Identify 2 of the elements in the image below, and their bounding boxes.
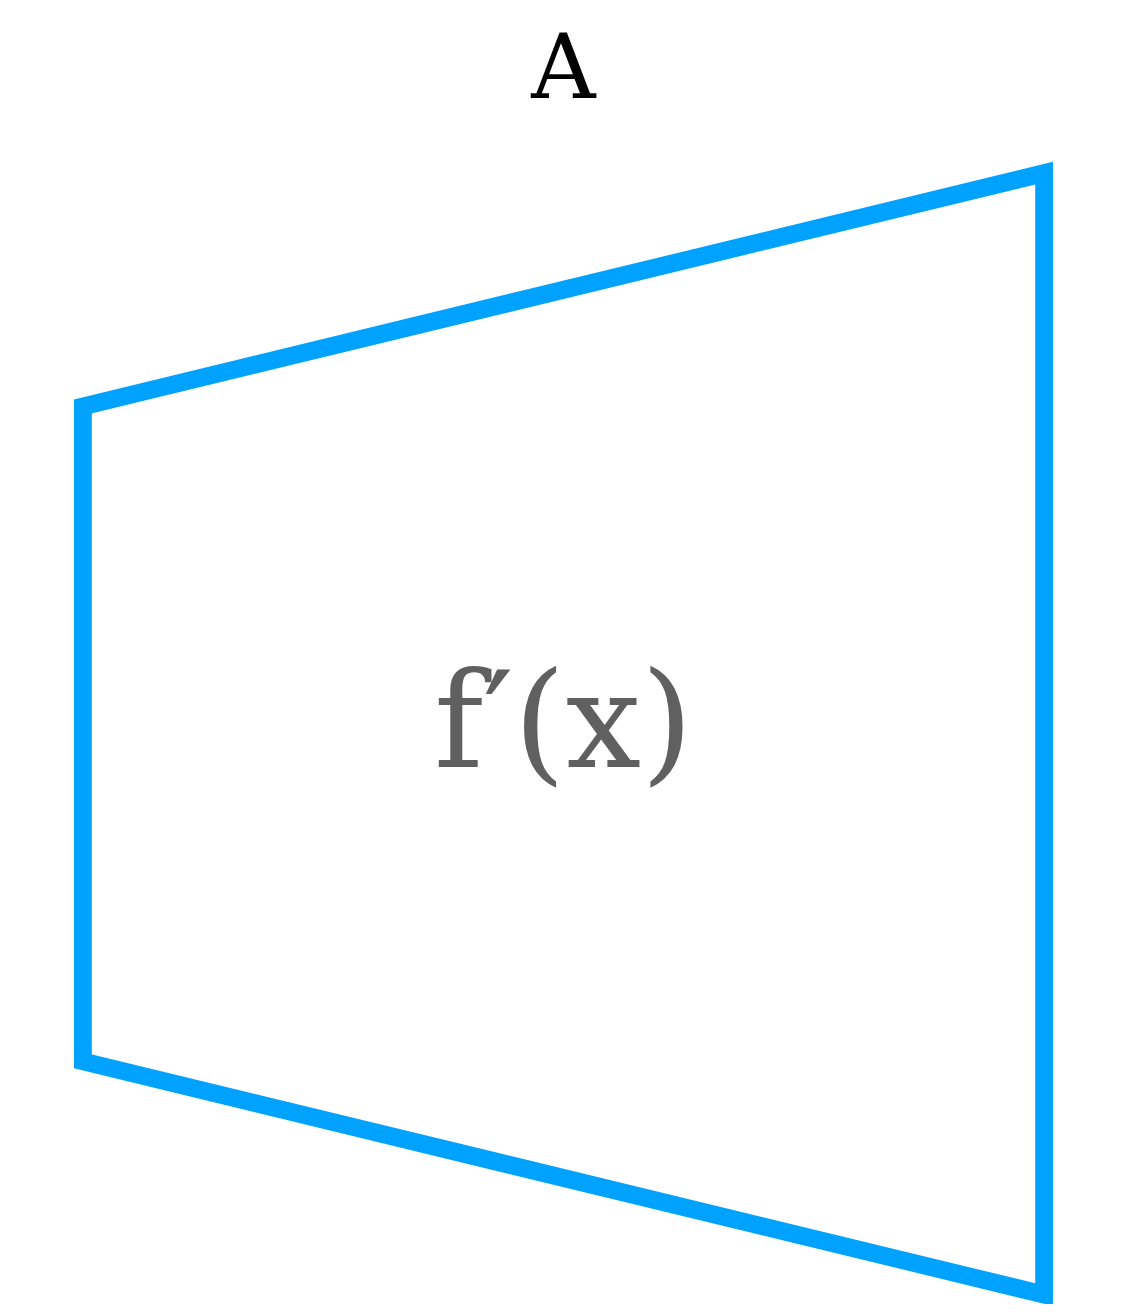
label: A <box>531 14 596 119</box>
node-box: f′(x) <box>74 161 1053 1304</box>
